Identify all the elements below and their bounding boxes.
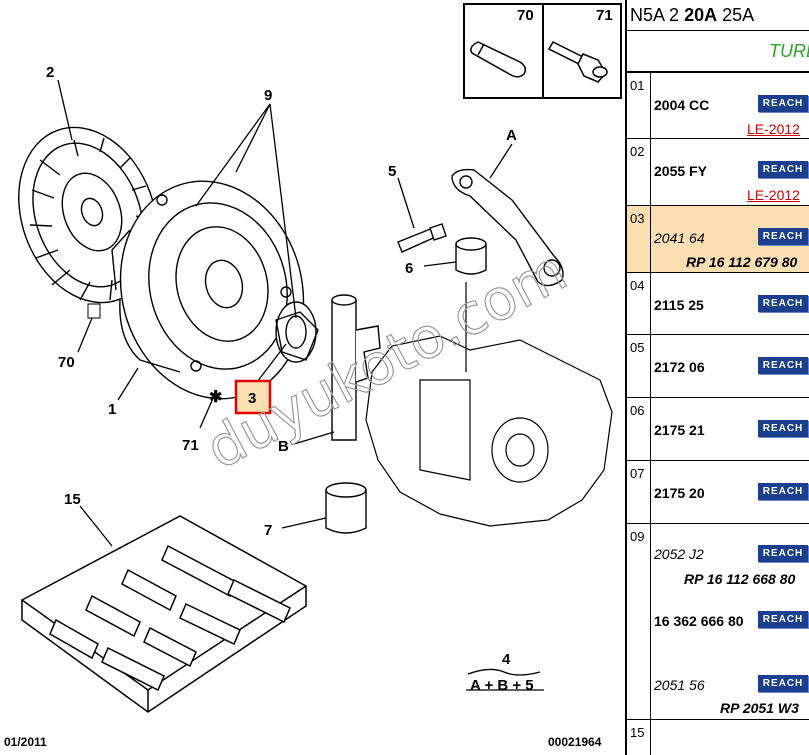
- dowel-pin-drawing: [470, 41, 527, 78]
- reach-badge[interactable]: REACH: [758, 545, 808, 562]
- subheader: TURE: [627, 31, 809, 73]
- row-number: 06: [627, 398, 651, 460]
- part-ref: 2055 FY: [654, 163, 707, 179]
- part-note[interactable]: LE-2012: [747, 187, 800, 203]
- row-number: 03: [627, 206, 651, 272]
- reach-badge[interactable]: REACH: [758, 675, 808, 692]
- part-ref: 2115 25: [654, 297, 704, 313]
- reach-badge[interactable]: REACH: [758, 95, 808, 112]
- callout-5: 5: [388, 163, 396, 180]
- part-ref-3: 2051 56: [654, 677, 705, 693]
- part-rp: RP 16 112 679 80: [686, 254, 798, 270]
- part-row-03[interactable]: 03 2041 64 REACH RP 16 112 679 80: [627, 206, 809, 273]
- model-code-c: 25A: [722, 5, 755, 25]
- callout-70: 70: [58, 354, 75, 371]
- formula-brace: [467, 668, 541, 676]
- release-fork-drawing: [451, 168, 564, 287]
- dowel-marker: [87, 303, 101, 319]
- diagram-svg: 70 71: [4, 3, 622, 749]
- row-number: 09: [627, 524, 651, 719]
- row-number: 01: [627, 73, 651, 138]
- row-number: 04: [627, 273, 651, 334]
- row-number: 02: [627, 139, 651, 205]
- footer-ref: 00021964: [548, 735, 602, 749]
- reach-badge[interactable]: REACH: [758, 357, 808, 374]
- part-row-05[interactable]: 05 2172 06 REACH: [627, 335, 809, 398]
- row-number: 15: [627, 720, 651, 755]
- footer-date: 01/2011: [4, 735, 47, 749]
- subheader-title: TURE: [769, 41, 809, 61]
- part-ref: 2175 21: [654, 422, 705, 438]
- fork-shaft-drawing: [331, 294, 381, 441]
- callout-box-3: [234, 379, 272, 415]
- part-ref: 2172 06: [654, 359, 705, 375]
- reach-badge[interactable]: REACH: [758, 295, 808, 312]
- exploded-parts-diagram: 70 71: [4, 3, 622, 749]
- stud-drawing: [397, 223, 447, 253]
- row-number: 07: [627, 461, 651, 523]
- reach-badge[interactable]: REACH: [758, 420, 808, 437]
- formula-top-label: 4: [502, 651, 511, 668]
- part-row-07[interactable]: 07 2175 20 REACH: [627, 461, 809, 524]
- callout-15: 15: [64, 491, 81, 508]
- formula-text: A + B + 5: [470, 677, 534, 694]
- model-code-b: 20A: [684, 5, 718, 25]
- reach-badge[interactable]: REACH: [758, 228, 808, 245]
- callout-2: 2: [46, 64, 54, 81]
- pivot-ball-drawing: [455, 237, 487, 275]
- part-ref: 2041 64: [654, 230, 705, 246]
- model-code-a: N5A 2: [630, 5, 680, 25]
- part-row-06[interactable]: 06 2175 21 REACH: [627, 398, 809, 461]
- part-ref: 2004 CC: [654, 97, 710, 113]
- bush-set-box-drawing: [20, 515, 308, 713]
- callout-6: 6: [405, 260, 413, 277]
- callout-A: A: [506, 127, 517, 144]
- fastener-inset-box: 70 71: [463, 3, 622, 99]
- callout-7: 7: [264, 522, 272, 539]
- release-bearing-drawing: [275, 301, 319, 363]
- reach-badge[interactable]: REACH: [758, 161, 808, 178]
- gearbox-housing-drawing: [365, 282, 613, 527]
- parts-list-panel: N5A 2 20A 25A TURE 01 2004 CC REACH LE-2…: [625, 0, 809, 755]
- reach-badge[interactable]: REACH: [758, 611, 808, 628]
- row-number: 05: [627, 335, 651, 397]
- inset-label-70: 70: [517, 7, 534, 24]
- callout-3: 3: [248, 390, 256, 407]
- part-ref: 2052 J2: [654, 546, 704, 562]
- callout-9: 9: [264, 87, 272, 104]
- callout-B: B: [278, 438, 289, 455]
- inset-label-71: 71: [596, 7, 613, 24]
- part-row-09[interactable]: 09 2052 J2 REACH RP 16 112 668 80 16 362…: [627, 524, 809, 720]
- part-note[interactable]: LE-2012: [747, 121, 800, 137]
- part-row-01[interactable]: 01 2004 CC REACH LE-2012: [627, 73, 809, 139]
- part-rp-3: RP 2051 W3: [720, 700, 799, 716]
- part-row-04[interactable]: 04 2115 25 REACH: [627, 273, 809, 335]
- part-row-02[interactable]: 02 2055 FY REACH LE-2012: [627, 139, 809, 206]
- leader-lines: [57, 79, 544, 691]
- guide-bush-drawing: [325, 482, 367, 534]
- part-ref-2: 16 362 666 80: [654, 613, 744, 629]
- reach-badge[interactable]: REACH: [758, 483, 808, 500]
- callout-71: 71: [182, 437, 199, 454]
- part-row-15[interactable]: 15: [627, 720, 809, 755]
- pressure-plate-drawing: [111, 180, 305, 400]
- callout-1: 1: [108, 401, 116, 418]
- bolt-drawing: [547, 41, 608, 83]
- bolt-marker: ✱: [209, 389, 222, 406]
- part-rp: RP 16 112 668 80: [684, 571, 796, 587]
- model-header: N5A 2 20A 25A: [627, 0, 809, 31]
- part-ref: 2175 20: [654, 485, 705, 501]
